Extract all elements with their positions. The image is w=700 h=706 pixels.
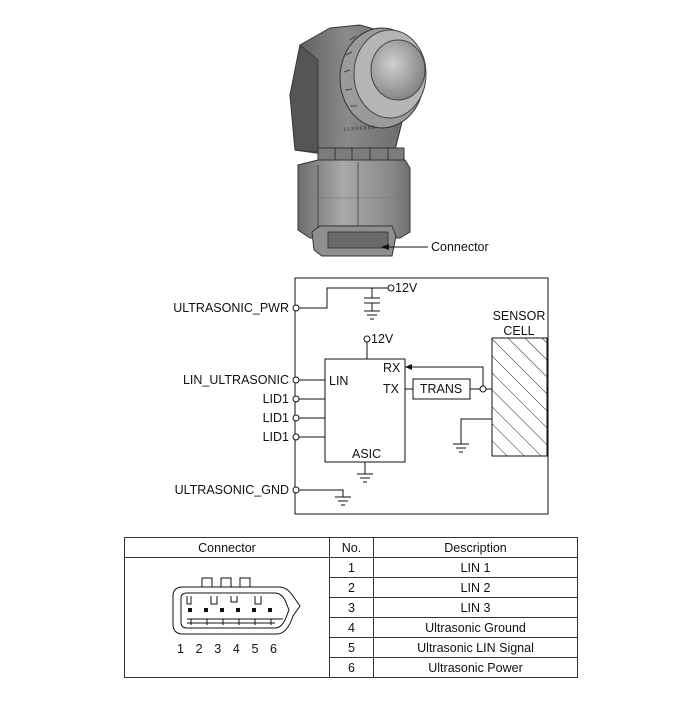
pin-label-lid-c: LID1 — [263, 430, 289, 444]
schematic — [294, 277, 549, 515]
pin-label-lid-b: LID1 — [263, 411, 289, 425]
table-row: 6 Ultrasonic Power — [125, 657, 578, 678]
table-row: 5 Ultrasonic LIN Signal — [125, 637, 578, 658]
row-description: Ultrasonic Ground — [373, 617, 578, 638]
sensor-ground-wire — [460, 418, 492, 444]
table-row: 2 LIN 2 — [125, 577, 578, 598]
header-no: No. — [329, 537, 374, 558]
connector-callout-label: Connector — [431, 240, 489, 254]
svg-text:1 1 8 8 8 8 8 8: 1 1 8 8 8 8 8 8 — [343, 125, 376, 133]
pin-cavity — [252, 608, 256, 612]
supply-terminal-asic — [363, 335, 371, 343]
connector-callout: Connector — [381, 240, 489, 254]
sensor-diagram-canvas: 1 1 8 8 8 8 8 8 Connector — [173, 24, 549, 515]
row-description: Ultrasonic LIN Signal — [373, 637, 578, 658]
rx-feedback-wire — [410, 366, 484, 386]
asic-pin-tx: TX — [383, 382, 400, 396]
row-description: LIN 1 — [373, 557, 578, 578]
pin-terminal-lid-c — [292, 433, 300, 441]
asic-pin-rx: RX — [383, 361, 401, 375]
row-no: 5 — [329, 637, 374, 658]
row-no: 2 — [329, 577, 374, 598]
pin-number: 2 — [195, 642, 203, 656]
header-description: Description — [373, 537, 578, 558]
pin-label-gnd: ULTRASONIC_GND — [175, 483, 289, 497]
pwr-wire — [299, 287, 388, 309]
pin-label-lin: LIN_ULTRASONIC — [183, 373, 289, 387]
pin-number: 4 — [232, 642, 240, 656]
pin-terminal-pwr — [292, 304, 300, 312]
supply-terminal-top — [387, 284, 395, 292]
pin-cavity — [220, 608, 224, 612]
pin-number: 1 — [177, 642, 184, 656]
sensor-cell-block — [491, 337, 548, 457]
gnd-wire — [299, 489, 344, 497]
sensor-cell-label-1: SENSOR — [493, 309, 546, 323]
trans-label: TRANS — [420, 382, 462, 396]
pin-table: Connector No. Description — [124, 537, 578, 678]
pin-number: 6 — [270, 642, 277, 656]
pin-terminal-lin — [292, 376, 300, 384]
pin-label-pwr: ULTRASONIC_PWR — [173, 301, 289, 315]
callout-arrowhead — [381, 244, 389, 250]
connector-face-drawing — [172, 577, 301, 635]
connector-pin-numbers: 1 2 3 4 5 6 — [177, 642, 277, 656]
supply-label-asic: 12V — [371, 332, 394, 346]
table-row: 1 2 3 4 5 6 1 LIN 1 — [124, 557, 578, 678]
pin-number: 5 — [251, 642, 259, 656]
pin-number: 3 — [214, 642, 222, 656]
table-header-row: Connector No. Description — [124, 537, 578, 558]
pin-cavity — [188, 608, 192, 612]
pin-terminal-lid-a — [292, 395, 300, 403]
row-no: 3 — [329, 597, 374, 618]
row-no: 6 — [329, 657, 374, 678]
pin-cavity — [268, 608, 272, 612]
pin-terminal-lid-b — [292, 414, 300, 422]
connector-drawing-cell: 1 2 3 4 5 6 — [124, 557, 330, 678]
row-description: LIN 2 — [373, 577, 578, 598]
header-connector: Connector — [124, 537, 330, 558]
trans-junction — [479, 385, 487, 393]
supply-label-top: 12V — [395, 281, 418, 295]
pin-cavity — [204, 608, 208, 612]
rx-arrowhead — [405, 364, 412, 370]
pin-terminal-gnd — [292, 486, 300, 494]
row-no: 4 — [329, 617, 374, 638]
row-no: 1 — [329, 557, 374, 578]
row-description: LIN 3 — [373, 597, 578, 618]
sensor-cell-label-2: CELL — [503, 324, 534, 338]
sensor-illustration: 1 1 8 8 8 8 8 8 — [289, 24, 427, 257]
asic-pin-lin: LIN — [329, 374, 348, 388]
pin-label-lid-a: LID1 — [263, 392, 289, 406]
row-description: Ultrasonic Power — [373, 657, 578, 678]
pin-cavity — [236, 608, 240, 612]
asic-name: ASIC — [352, 447, 381, 461]
